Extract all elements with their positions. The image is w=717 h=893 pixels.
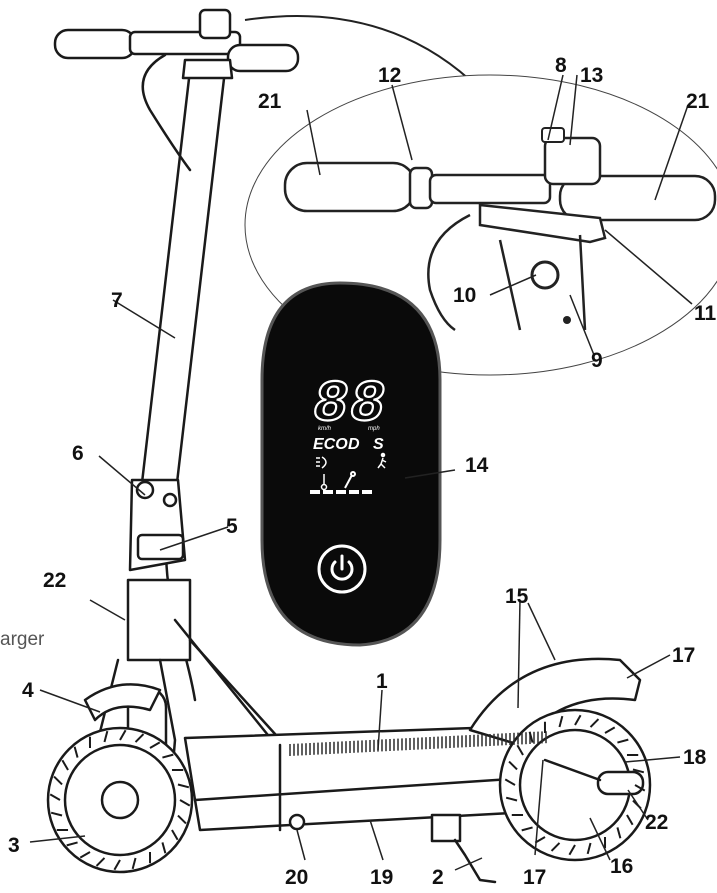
callout-14: 14 xyxy=(465,454,489,477)
tread-mark xyxy=(61,759,69,771)
tread-mark xyxy=(521,826,533,832)
tread-mark xyxy=(49,793,61,801)
callout-1: 1 xyxy=(376,670,388,693)
callout-18: 18 xyxy=(683,746,707,769)
battery-segment xyxy=(310,490,320,494)
headlight-icon xyxy=(316,456,327,469)
callout-16: 16 xyxy=(610,855,633,878)
callout-19: 19 xyxy=(370,866,393,889)
tread-mark xyxy=(162,753,174,759)
callout-3: 3 xyxy=(8,834,20,857)
callout-9: 9 xyxy=(591,349,603,372)
tread-mark xyxy=(632,768,645,774)
tread-mark xyxy=(119,729,127,741)
tread-mark xyxy=(626,814,634,826)
tread-mark xyxy=(177,814,187,825)
tread-mark xyxy=(161,842,167,854)
callout-22a: 22 xyxy=(43,569,66,592)
tread-mark xyxy=(528,731,534,743)
tread-mark xyxy=(177,783,190,789)
unit-mph: mph xyxy=(368,426,380,432)
tread-mark xyxy=(113,859,121,871)
walk-mode-icon xyxy=(377,452,387,469)
callout-15: 15 xyxy=(505,585,529,608)
mode-s: S xyxy=(373,436,384,453)
tread-mark xyxy=(568,844,576,856)
tread-mark xyxy=(504,778,516,786)
unit-kmh: km/h xyxy=(318,426,332,432)
mode-d: D xyxy=(348,436,360,453)
power-button[interactable] xyxy=(317,544,367,594)
tread-mark xyxy=(634,784,646,792)
leader-lines xyxy=(29,74,693,871)
callout-labels: 1 2 3 4 5 6 7 8 9 10 11 12 13 14 15 16 1… xyxy=(0,54,717,889)
battery-segment xyxy=(362,490,372,494)
callout-6: 6 xyxy=(72,442,84,465)
tread-mark xyxy=(53,775,63,786)
callout-11: 11 xyxy=(694,302,717,325)
tread-mark xyxy=(79,851,91,859)
tread-mark xyxy=(574,714,582,726)
tread-mark xyxy=(616,827,622,839)
power-icon xyxy=(330,554,354,581)
tread-mark xyxy=(171,829,179,841)
tread-mark xyxy=(73,746,79,758)
display-outline xyxy=(260,281,442,647)
wrench-icon xyxy=(344,471,356,489)
battery-segment xyxy=(323,490,333,494)
callout-17a: 17 xyxy=(672,644,695,667)
callout-12: 12 xyxy=(378,64,401,87)
battery-segment xyxy=(349,490,359,494)
tread-mark xyxy=(617,738,629,744)
callout-8: 8 xyxy=(555,54,567,77)
mode-eco: ECO xyxy=(313,436,348,453)
tread-mark xyxy=(604,726,616,734)
tread-mark xyxy=(586,842,592,855)
display-panel: 88 km/h mph ECO D S xyxy=(260,281,442,647)
callout-22b: 22 xyxy=(645,811,668,834)
tread-mark xyxy=(550,842,561,852)
callout-7: 7 xyxy=(111,289,123,312)
tread-mark xyxy=(589,718,600,728)
tread-mark xyxy=(558,715,564,728)
tread-mark xyxy=(131,857,137,870)
battery-segment xyxy=(336,490,346,494)
side-text-fragment: arger xyxy=(0,629,45,650)
callout-21a: 21 xyxy=(258,90,282,113)
callout-5: 5 xyxy=(226,515,238,538)
callout-17b: 17 xyxy=(523,866,546,889)
tread-mark xyxy=(66,841,78,847)
callout-4: 4 xyxy=(22,679,34,702)
tread-mark xyxy=(134,733,145,743)
callout-21b: 21 xyxy=(686,90,710,113)
tread-mark xyxy=(179,799,191,807)
tread-mark xyxy=(50,811,63,817)
temperature-icon xyxy=(320,474,328,491)
callout-2: 2 xyxy=(432,866,444,889)
tread-mark xyxy=(505,796,518,802)
tread-mark xyxy=(508,760,518,771)
tire-treads xyxy=(49,714,646,871)
tread-mark xyxy=(95,857,106,867)
callout-13: 13 xyxy=(580,64,603,87)
tread-mark xyxy=(534,836,546,844)
tread-mark xyxy=(149,741,161,749)
callout-10: 10 xyxy=(453,284,476,307)
speed-digits: 88 xyxy=(313,373,387,438)
tread-mark xyxy=(103,730,109,743)
battery-bar xyxy=(310,490,372,494)
callout-20: 20 xyxy=(285,866,308,889)
tread-mark xyxy=(516,744,524,756)
